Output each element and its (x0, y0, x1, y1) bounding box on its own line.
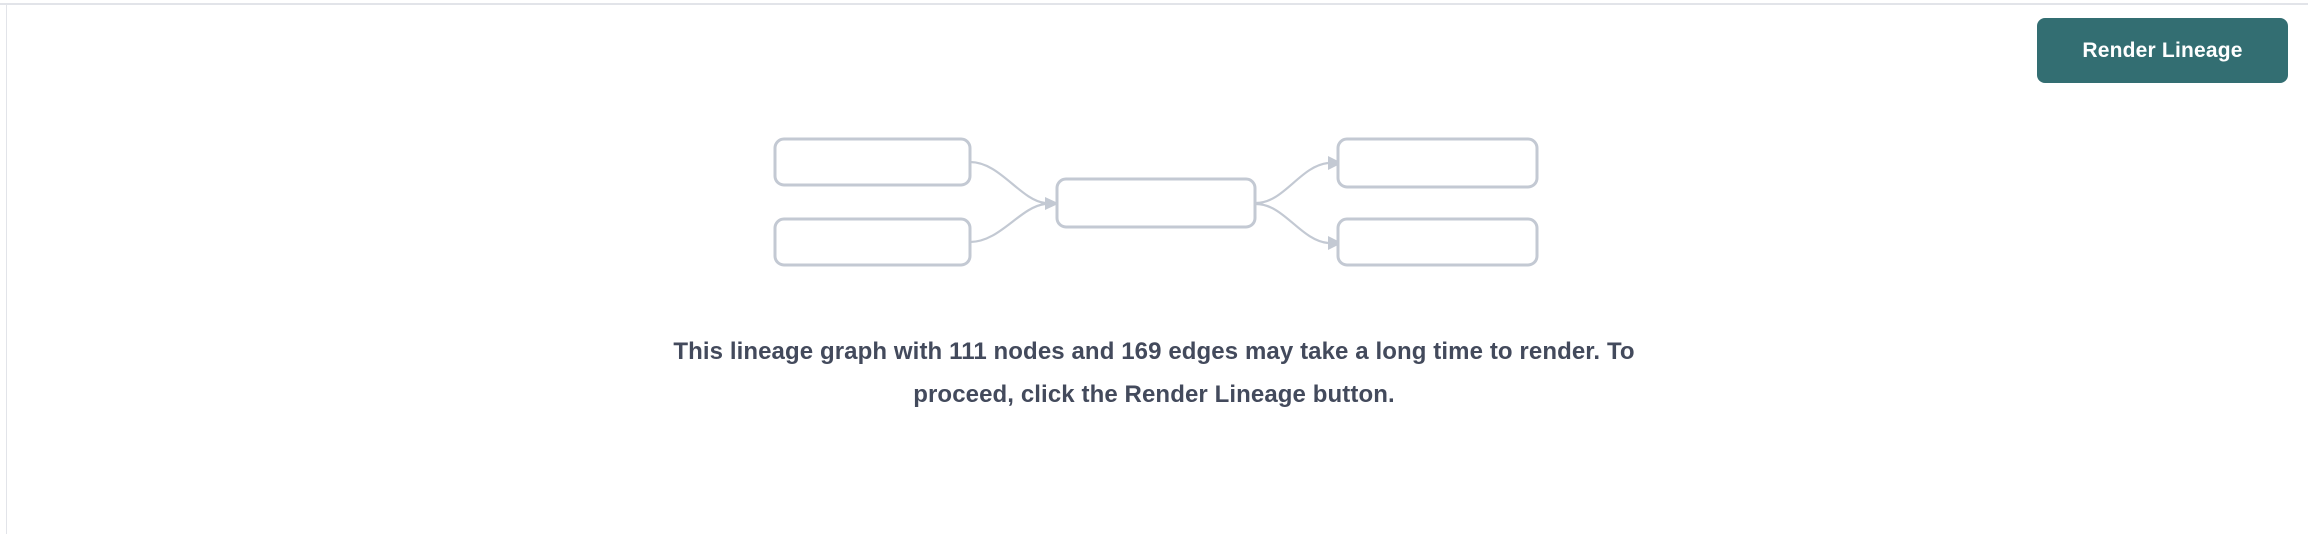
edge-center-to-downstream-top (1255, 161, 1329, 205)
placeholder-node-downstream-bottom (1336, 217, 1539, 267)
placeholder-node-upstream-top (773, 137, 972, 187)
lineage-warning-message: This lineage graph with 111 nodes and 16… (673, 338, 1635, 408)
edge-upstream-top-to-center (969, 160, 1046, 205)
placeholder-node-center (1055, 177, 1257, 229)
lineage-placeholder-svg (773, 137, 1539, 267)
placeholder-node-upstream-bottom (773, 217, 972, 267)
edge-upstream-bottom-to-center (969, 202, 1046, 244)
arrowhead-into-downstream-bottom (1328, 236, 1342, 250)
placeholder-node-downstream-top (1336, 137, 1539, 189)
lineage-graph-placeholder (700, 100, 1620, 300)
render-lineage-button[interactable]: Render Lineage (2037, 18, 2288, 83)
edge-center-to-downstream-bottom (1255, 202, 1329, 245)
arrowhead-into-downstream-top (1328, 156, 1342, 170)
panel-top-divider (0, 3, 2308, 5)
arrowhead-into-center (1045, 197, 1059, 210)
render-lineage-button-label: Render Lineage (2082, 38, 2243, 62)
panel-left-divider (6, 5, 7, 534)
